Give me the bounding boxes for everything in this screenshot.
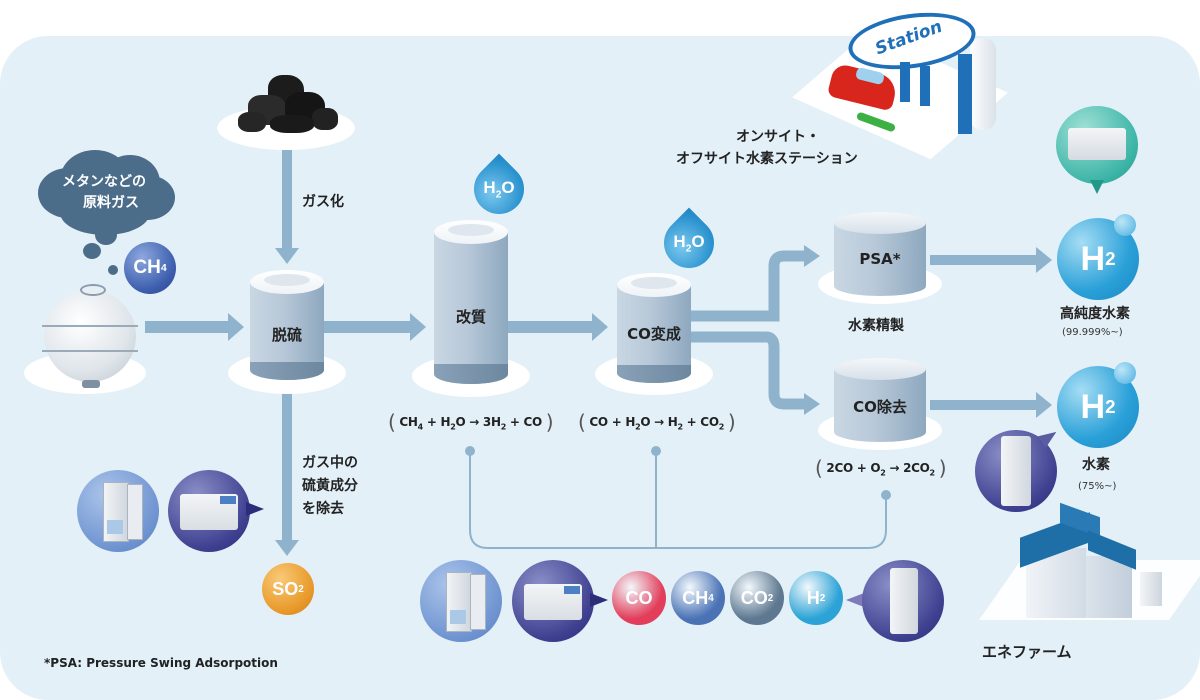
equation-reforming: ( CH4 + H2O → 3H2 + CO ) [388,410,554,434]
psa-footnote: *PSA: Pressure Swing Adsorpotion [44,656,278,670]
analyzer-unit-icon [168,470,250,552]
co-removal-label: CO除去 [853,398,907,416]
equation-co-shift: ( CO + H2O → H2 + CO2 ) [578,410,736,434]
flow-arrow-tank-desulf [145,321,230,333]
enefarm-label: エネファーム [982,643,1072,661]
desulfurization-label: 脱硫 [271,326,302,344]
connector-line [469,450,887,549]
equation-co-removal: ( 2CO + O2 → 2CO2 ) [815,456,947,480]
high-purity-label: 高純度水素 [1060,306,1130,322]
gasification-label: ガス化 [302,194,344,210]
connector-dot-coshift [651,446,661,456]
water-drop-co-shift: H2O [653,207,725,279]
process-co-shift: CO変成 [595,273,713,398]
flow-arrow-coshift-psa [688,250,806,322]
flow-arrow-desulf-reform [322,321,412,333]
gas-bubble-co: CO [612,571,666,625]
methane-cloud-label: メタンなどの 原料ガス [62,174,146,211]
analyzer-unit-icon-2 [512,560,594,642]
co-shift-label: CO変成 [627,325,681,343]
station-label: オンサイト・ オフサイト水素ステーション [676,129,858,168]
flow-arrow-coal-desulf [282,150,292,250]
psa-caption: 水素精製 [848,318,904,334]
connector-dot-coremoval [881,490,891,500]
h2-bubble-highlight-2 [1114,362,1136,384]
psa-label: PSA* [859,250,901,268]
analyzer-cabinet-icon-2 [420,560,502,642]
sulfur-removal-label: ガス中の 硫黄成分 を除去 [302,455,358,518]
process-co-removal: CO除去 [818,358,942,450]
analyzer-tower-icon [862,560,944,642]
enefarm-unit-icon [975,430,1057,512]
flow-arrow-desulf-so2 [282,392,292,542]
flow-arrow-coshift-coremoval [688,331,806,410]
hydrogen-label: 水素 [1082,457,1110,473]
flow-arrow-reform-coshift [505,321,595,333]
h2-bubble-highlight [1114,214,1136,236]
speech-tail-icon [246,502,264,516]
process-desulfurization: 脱硫 [228,270,346,395]
process-reforming: 改質 [412,220,530,400]
process-psa: PSA* [818,212,942,304]
speech-tail-icon-4 [1090,180,1104,194]
water-drop-reforming: H2O [463,153,535,225]
speech-tail-icon-2 [590,593,608,607]
fuel-cell-unit-icon [1056,106,1138,184]
reforming-label: 改質 [455,308,486,326]
flow-arrow-coremoval-h2 [930,400,1040,410]
connector-dot-reform [465,446,475,456]
flow-arrow-psa-h2 [930,255,1040,265]
speech-tail-icon-3 [846,593,864,607]
analyzer-cabinet-icon [77,470,159,552]
high-purity-value: (99.999%~) [1062,327,1123,338]
hydrogen-purity: (75%~) [1078,481,1117,492]
